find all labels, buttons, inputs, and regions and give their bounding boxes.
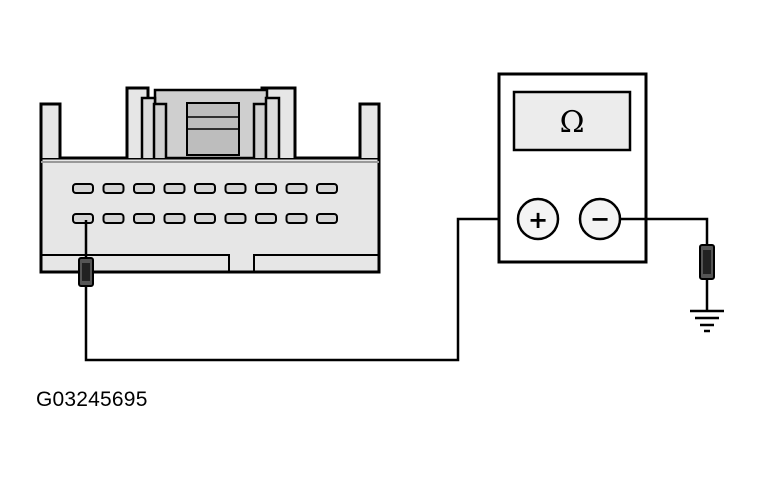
negative-terminal-label: − xyxy=(590,205,610,233)
connector-pin xyxy=(133,183,155,194)
connector-pin xyxy=(102,183,125,194)
ohm-symbol: Ω xyxy=(560,105,585,140)
connector-pin xyxy=(255,213,277,224)
connector-right-tower xyxy=(358,102,381,158)
connector-skirt xyxy=(41,254,379,272)
positive-terminal-label: + xyxy=(528,206,548,234)
connector-pin xyxy=(194,183,216,194)
connector-pin xyxy=(102,213,125,224)
connector-pin xyxy=(133,213,155,224)
connector-pin xyxy=(316,183,338,194)
ohmmeter-display xyxy=(512,90,632,152)
connector-pins xyxy=(72,183,338,224)
connector-pin xyxy=(163,213,186,224)
connector-pin xyxy=(163,183,186,194)
connector-pin xyxy=(285,183,308,194)
ground-probe xyxy=(699,244,715,310)
connector-pin xyxy=(194,213,216,224)
positive-test-lead xyxy=(84,217,518,362)
positive-terminal xyxy=(516,197,560,241)
connector-pin xyxy=(72,183,94,194)
connector-pin xyxy=(255,183,277,194)
figure-id: G03245695 xyxy=(36,388,148,411)
connector-pin xyxy=(72,213,94,224)
connector-pin xyxy=(316,213,338,224)
connector-pin xyxy=(224,183,247,194)
ground-icon xyxy=(690,309,724,333)
connector-pin xyxy=(224,213,247,224)
connector xyxy=(39,86,381,274)
connector-left-tower xyxy=(39,102,62,158)
ohmmeter: Ω + − xyxy=(497,72,648,264)
negative-test-lead xyxy=(620,217,709,246)
connector-pin xyxy=(285,213,308,224)
